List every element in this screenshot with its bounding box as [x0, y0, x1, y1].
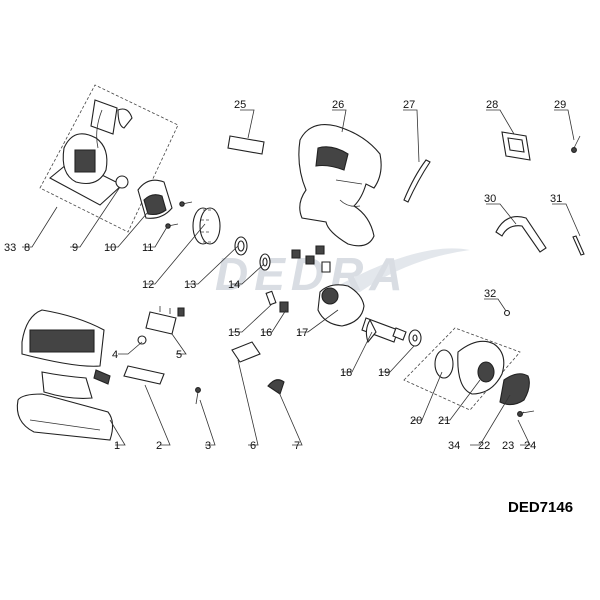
- callout-16: 16: [260, 327, 272, 339]
- callout-27: 27: [403, 99, 415, 111]
- callout-13: 13: [184, 279, 196, 291]
- callout-6: 6: [250, 440, 256, 452]
- callout-5: 5: [176, 349, 182, 361]
- callout-19: 19: [378, 367, 390, 379]
- part-4-5-switch: [137, 306, 185, 345]
- part-1-battery-housing: [16, 309, 114, 441]
- part-34-hammer-case: [403, 327, 530, 417]
- callout-18: 18: [340, 367, 352, 379]
- callout-28: 28: [486, 99, 498, 111]
- part-2-label: [123, 365, 165, 385]
- callout-22: 22: [478, 440, 490, 452]
- callout-24: 24: [524, 440, 536, 452]
- part-27-strip: [403, 159, 431, 203]
- model-code: DED7146: [508, 499, 573, 516]
- callout-30: 30: [484, 193, 496, 205]
- callout-33: 33: [4, 242, 16, 254]
- callout-14: 14: [228, 279, 240, 291]
- callout-leaders: [22, 109, 581, 446]
- part-18-spindle: [361, 317, 422, 347]
- part-26-housing-half: [298, 124, 382, 247]
- callout-21: 21: [438, 415, 450, 427]
- part-31-pin: [572, 235, 585, 256]
- part-10-motor-cap: [137, 179, 173, 219]
- callout-labels: 1 2 3 4 5 6 7 8 9 10 11 12 13 14 15 16 1…: [4, 99, 566, 452]
- callout-34: 34: [448, 440, 460, 452]
- callout-25: 25: [234, 99, 246, 111]
- callout-8: 8: [24, 242, 30, 254]
- callout-7: 7: [294, 440, 300, 452]
- callout-31: 31: [550, 193, 562, 205]
- part-32-ball: [503, 309, 511, 317]
- motor-assembly: [39, 84, 179, 233]
- callout-12: 12: [142, 279, 154, 291]
- callout-20: 20: [410, 415, 422, 427]
- planetary-gears: [265, 245, 365, 327]
- callout-11: 11: [142, 242, 153, 254]
- callout-15: 15: [228, 327, 240, 339]
- callout-29: 29: [554, 99, 566, 111]
- part-30-belt-hook: [495, 216, 547, 253]
- callout-17: 17: [296, 327, 308, 339]
- callout-2: 2: [156, 440, 162, 452]
- callout-3: 3: [205, 440, 211, 452]
- callout-4: 4: [112, 349, 118, 361]
- callout-23: 23: [502, 440, 514, 452]
- part-12-ring-gear: [192, 207, 221, 245]
- part-28-clip: [501, 131, 531, 161]
- callout-9: 9: [72, 242, 78, 254]
- part-6-7-buttons: [231, 341, 285, 395]
- callout-32: 32: [484, 288, 496, 300]
- callout-10: 10: [104, 242, 116, 254]
- callout-1: 1: [114, 440, 120, 452]
- part-25-label: [227, 135, 265, 155]
- callout-26: 26: [332, 99, 344, 111]
